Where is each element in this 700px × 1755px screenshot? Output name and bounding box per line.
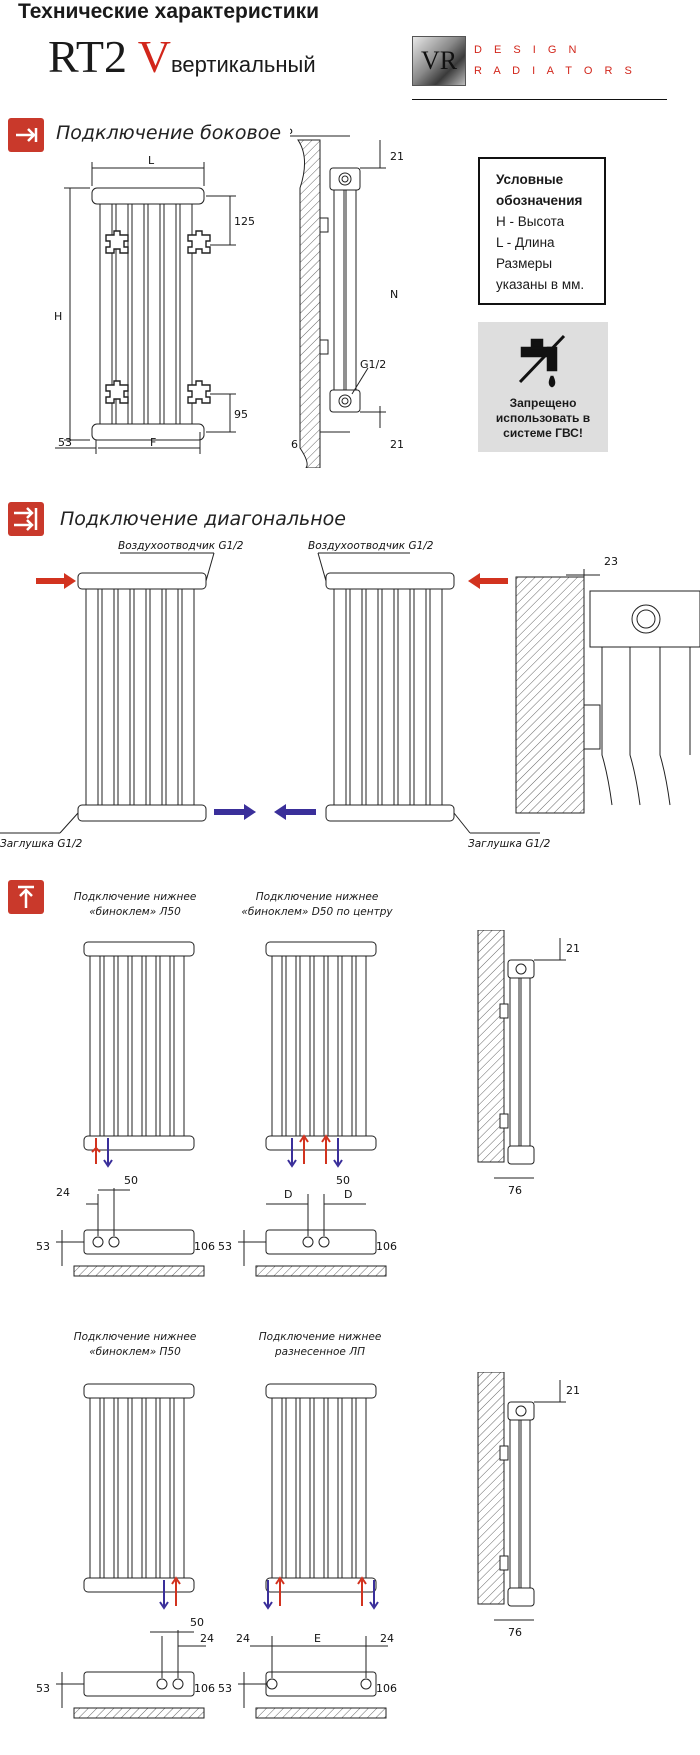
dim-D: D — [284, 1188, 292, 1201]
brand-name: D E S I G N R A D I A T O R S — [474, 40, 636, 82]
side-connection-icon — [8, 118, 44, 152]
dim-H: H — [54, 310, 62, 323]
dim-F: F — [150, 436, 156, 449]
dim-50: 50 — [190, 1616, 204, 1629]
bottom-connection-icon — [8, 880, 44, 914]
dim-D: D — [344, 1188, 352, 1201]
section-title-side: Подключение боковое — [56, 122, 282, 144]
caption-line: Подключение нижнее — [258, 1331, 382, 1343]
dim-53: 53 — [218, 1240, 232, 1253]
dim-E: E — [314, 1632, 321, 1645]
caption-left-50: Подключение нижнее «биноклем» Л50 — [60, 890, 210, 920]
dim-106: 106 — [194, 1240, 215, 1253]
dim-106: 106 — [194, 1682, 215, 1695]
caption-line: «биноклем» Л50 — [89, 906, 181, 918]
page-subtitle: Технические характеристики — [18, 0, 320, 23]
caption-line: Подключение нижнее — [73, 891, 197, 903]
dim-53: 53 — [58, 436, 72, 449]
dim-21-bottom: 21 — [390, 438, 404, 451]
plug-label-right: Заглушка G1/2 — [468, 838, 551, 850]
caption-center-50: Подключение нижнее «биноклем» D50 по цен… — [232, 890, 402, 920]
dim-95: 95 — [234, 408, 248, 421]
no-tap-water-icon — [518, 334, 566, 388]
dim-76: 76 — [508, 1184, 522, 1197]
section-title-diagonal: Подключение диагональное — [60, 508, 346, 530]
dim-50: 50 — [336, 1174, 350, 1187]
dim-106: 106 — [290, 128, 293, 137]
air-vent-label-left: Воздухоотводчик G1/2 — [118, 540, 244, 552]
model-title: RT2 Vвертикальный — [48, 34, 316, 88]
thread-label: G1/2 — [360, 358, 386, 371]
legend-box: Условные обозначения H - Высота L - Длин… — [478, 157, 606, 305]
model-suffix: вертикальный — [170, 52, 316, 77]
header-divider — [412, 99, 667, 100]
dim-21-top: 21 — [390, 150, 404, 163]
brand-line-2: R A D I A T O R S — [474, 65, 637, 77]
dim-21: 21 — [566, 1384, 580, 1397]
bottom-row1-drawing: 24 50 53 106 D D 50 53 106 106 21 76 — [36, 930, 580, 1277]
dim-L: L — [148, 154, 155, 167]
caption-line: Подключение нижнее — [73, 1331, 197, 1343]
caption-right-50: Подключение нижнее «биноклем» П50 — [60, 1330, 210, 1360]
supply-arrow — [468, 573, 508, 589]
caption-line: разнесенное ЛП — [275, 1346, 365, 1358]
legend-units: Размеры указаны в мм. — [496, 256, 585, 292]
dim-24: 24 — [236, 1632, 250, 1645]
warning-box: Запрещено использовать в системе ГВС! — [478, 322, 608, 452]
plug-label-left: Заглушка G1/2 — [0, 838, 83, 850]
dim-106: 106 — [376, 1240, 397, 1253]
legend-title: Условные обозначения — [496, 172, 583, 208]
legend-height: H - Высота — [496, 214, 565, 229]
air-vent-label-right: Воздухоотводчик G1/2 — [308, 540, 434, 552]
model-name: RT2 — [48, 31, 128, 82]
dim-21: 21 — [566, 942, 580, 955]
dim-53: 53 — [218, 1682, 232, 1695]
dim-24: 24 — [56, 1186, 70, 1199]
bottom-row2-drawing: 50 24 53 106 24 E 24 53 106 106 21 76 — [36, 1372, 580, 1719]
diagonal-connection-icon — [8, 502, 44, 536]
dim-50: 50 — [124, 1174, 138, 1187]
dim-N: N — [390, 288, 398, 301]
dim-125: 125 — [234, 215, 255, 228]
dim-53: 53 — [36, 1682, 50, 1695]
side-front-drawing: L H F 125 95 53 — [54, 154, 255, 454]
brand-line-1: D E S I G N — [474, 44, 581, 56]
logo-text: VR — [420, 46, 458, 75]
warning-text: Запрещено использовать в системе ГВС! — [495, 396, 591, 440]
supply-arrow — [36, 573, 76, 589]
side-wall-drawing: 106 21 N G1/2 76 21 — [290, 128, 404, 468]
dim-106: 106 — [376, 1682, 397, 1695]
dim-23: 23 — [604, 555, 618, 568]
caption-split: Подключение нижнее разнесенное ЛП — [240, 1330, 400, 1360]
caption-line: Подключение нижнее — [255, 891, 379, 903]
legend-length: L - Длина — [496, 235, 555, 250]
model-v-letter: V — [137, 31, 171, 82]
caption-line: «биноклем» D50 по центру — [241, 906, 393, 918]
return-arrow — [274, 804, 316, 820]
dim-24: 24 — [380, 1632, 394, 1645]
diagonal-drawing: Воздухоотводчик G1/2 Воздухоотводчик G1/… — [0, 540, 700, 850]
dim-53: 53 — [36, 1240, 50, 1253]
caption-line: «биноклем» П50 — [89, 1346, 181, 1358]
dim-24: 24 — [200, 1632, 214, 1645]
dim-76: 76 — [508, 1626, 522, 1639]
return-arrow — [214, 804, 256, 820]
brand-logo: VR — [412, 36, 466, 86]
dim-76: 76 — [290, 438, 298, 451]
